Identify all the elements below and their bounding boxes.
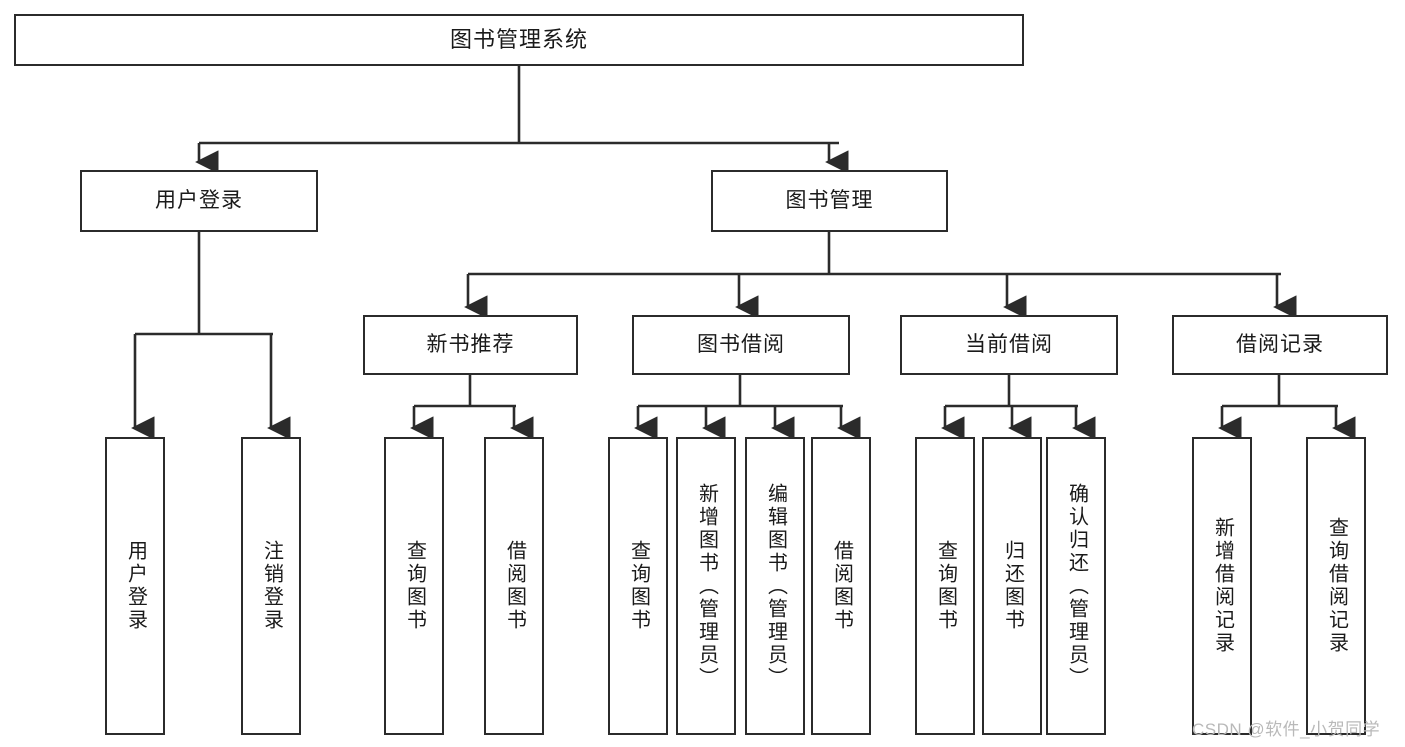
node-leaf-add-record[interactable]: 新增借阅记录: [1192, 437, 1252, 735]
node-user-login-label: 用户登录: [155, 189, 243, 213]
node-book-borrow[interactable]: 图书借阅: [632, 315, 850, 375]
node-book-manage[interactable]: 图书管理: [711, 170, 948, 232]
node-leaf-borrow-book-1[interactable]: 借阅图书: [484, 437, 544, 735]
node-leaf-confirm-return-label: 确认归还（管理员）: [1065, 482, 1088, 690]
node-leaf-query-book-3[interactable]: 查询图书: [915, 437, 975, 735]
node-book-borrow-label: 图书借阅: [697, 333, 785, 357]
node-leaf-user-login-label: 用户登录: [124, 540, 147, 632]
node-leaf-query-record-label: 查询借阅记录: [1325, 517, 1348, 655]
node-new-book-rec[interactable]: 新书推荐: [363, 315, 578, 375]
node-root-label: 图书管理系统: [449, 26, 588, 52]
node-leaf-user-login[interactable]: 用户登录: [105, 437, 165, 735]
node-borrow-record[interactable]: 借阅记录: [1172, 315, 1388, 375]
node-leaf-query-book-2-label: 查询图书: [627, 540, 650, 632]
node-leaf-add-book[interactable]: 新增图书（管理员）: [676, 437, 736, 735]
node-leaf-edit-book[interactable]: 编辑图书（管理员）: [745, 437, 805, 735]
node-borrow-record-label: 借阅记录: [1236, 333, 1324, 357]
node-new-book-rec-label: 新书推荐: [426, 333, 515, 357]
node-leaf-query-book-1-label: 查询图书: [403, 540, 426, 632]
node-book-manage-label: 图书管理: [785, 189, 874, 213]
node-current-borrow-label: 当前借阅: [965, 333, 1053, 357]
node-leaf-add-record-label: 新增借阅记录: [1211, 517, 1234, 655]
node-leaf-borrow-book-1-label: 借阅图书: [503, 540, 526, 632]
node-leaf-return-book-label: 归还图书: [1001, 540, 1024, 632]
node-leaf-add-book-label: 新增图书（管理员）: [695, 482, 718, 690]
node-leaf-borrow-book-2[interactable]: 借阅图书: [811, 437, 871, 735]
node-leaf-edit-book-label: 编辑图书（管理员）: [764, 482, 787, 690]
node-current-borrow[interactable]: 当前借阅: [900, 315, 1118, 375]
node-leaf-query-book-2[interactable]: 查询图书: [608, 437, 668, 735]
node-leaf-borrow-book-2-label: 借阅图书: [830, 540, 853, 632]
node-leaf-logout-label: 注销登录: [260, 540, 283, 632]
node-leaf-query-record[interactable]: 查询借阅记录: [1306, 437, 1366, 735]
node-leaf-query-book-3-label: 查询图书: [934, 540, 957, 632]
node-leaf-query-book-1[interactable]: 查询图书: [384, 437, 444, 735]
node-root[interactable]: 图书管理系统: [14, 14, 1024, 66]
node-leaf-confirm-return[interactable]: 确认归还（管理员）: [1046, 437, 1106, 735]
node-leaf-logout[interactable]: 注销登录: [241, 437, 301, 735]
node-user-login[interactable]: 用户登录: [80, 170, 318, 232]
node-leaf-return-book[interactable]: 归还图书: [982, 437, 1042, 735]
csdn-watermark: CSDN @软件_小贺同学: [1192, 720, 1381, 739]
